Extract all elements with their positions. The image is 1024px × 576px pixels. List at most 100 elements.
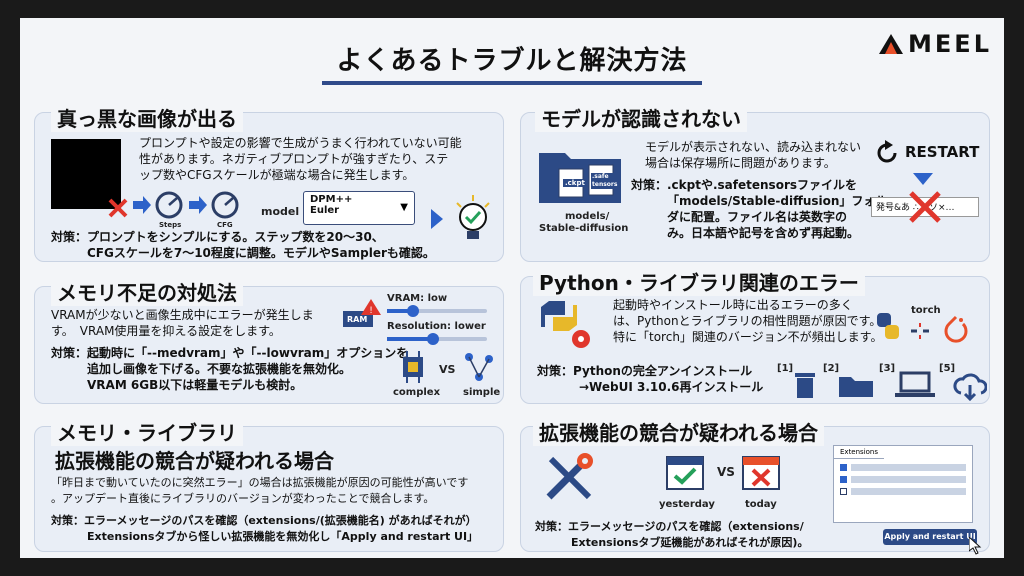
sampler-option-euler: Euler bbox=[310, 205, 340, 216]
python-gear-icon bbox=[541, 301, 590, 348]
trash-icon bbox=[795, 373, 815, 398]
black-image-thumbnail bbox=[51, 139, 121, 209]
vs-label: VS bbox=[439, 363, 456, 376]
memory-fix-3: VRAM 6GB以下は軽量モデルも検討。 bbox=[87, 378, 303, 392]
model-fix-2: 「models/Stable-diffusion」フォル bbox=[667, 194, 888, 208]
restart-label: RESTART bbox=[905, 143, 980, 161]
model-label: model bbox=[261, 205, 300, 218]
folder-open-icon bbox=[839, 377, 873, 397]
resolution-label: Resolution: lower bbox=[387, 321, 486, 332]
model-fix-1: 対策：.ckptや.safetensorsファイルを bbox=[631, 178, 858, 192]
model-desc-2: 場合は保存場所に問題があります。 bbox=[645, 156, 836, 170]
memory-fix-2: 追加し画像を下げる。不要な拡張機能を無効化。 bbox=[87, 362, 352, 376]
ext-fix-1: 対策：エラーメッセージのパスを確認（extensions/ bbox=[535, 520, 804, 533]
tools-icon bbox=[546, 453, 593, 500]
panel-library-title-2: 拡張機能の競合が疑われる場合 bbox=[55, 449, 334, 473]
extensions-tab[interactable]: Extensions bbox=[834, 446, 884, 459]
error-x-icon bbox=[108, 198, 128, 218]
python-desc-3: 特に「torch」関連のバージョン不が頻出します。 bbox=[613, 330, 883, 344]
broken-link-icon bbox=[911, 323, 929, 339]
panel-memory-title: メモリ不足の対処法 bbox=[51, 277, 243, 306]
slide: MEEL よくあるトラブルと解決方法 真っ黒な画像が出る プロンプトや設定の影響… bbox=[20, 18, 1004, 558]
sampler-option-dpm: DPM++ bbox=[310, 194, 353, 205]
panel-model: モデルが認識されない .ckpt .safe tensors models/ S… bbox=[520, 103, 990, 262]
next-arrow-icon bbox=[431, 209, 443, 229]
cloud-download-icon bbox=[953, 373, 987, 401]
panel-model-title: モデルが認識されない bbox=[535, 103, 747, 132]
calendar-check-icon bbox=[666, 456, 704, 490]
ext-row[interactable] bbox=[840, 476, 966, 483]
vram-slider-handle[interactable] bbox=[407, 305, 419, 317]
restart-icon bbox=[877, 140, 897, 163]
svg-text:!: ! bbox=[369, 306, 373, 316]
steps-cfg-gauges bbox=[133, 191, 239, 219]
vram-slider-fill bbox=[387, 309, 411, 313]
sampler-dropdown[interactable]: DPM++ Euler ▼ bbox=[303, 191, 415, 225]
model-desc-1: モデルが表示されない、読み込まれない bbox=[645, 140, 862, 154]
resolution-slider[interactable] bbox=[387, 333, 487, 345]
ext-vs-label: VS bbox=[717, 465, 735, 479]
torch-label: torch bbox=[911, 305, 941, 316]
today-label: today bbox=[745, 499, 777, 510]
page-title-wrap: よくあるトラブルと解決方法 bbox=[20, 40, 1004, 85]
network-icon bbox=[465, 353, 493, 381]
safetensors-file-label: .safe tensors bbox=[591, 173, 618, 189]
step-3-label: [3] bbox=[879, 363, 896, 374]
resolution-slider-handle[interactable] bbox=[427, 333, 439, 345]
yesterday-label: yesterday bbox=[659, 499, 715, 510]
vram-slider[interactable] bbox=[387, 305, 487, 317]
panel-black-title: 真っ黒な画像が出る bbox=[51, 103, 243, 132]
python-fix-1: 対策：Pythonの完全アンインストール bbox=[537, 364, 753, 378]
calendar-x-icon bbox=[742, 456, 780, 490]
library-fix-1: 対策：エラーメッセージのパスを確認（extensions/(拡張機能名) があれ… bbox=[51, 514, 477, 527]
library-fix-2: Extensionsタブから怪しい拡張機能を無効化し「Apply and res… bbox=[87, 530, 479, 543]
brand-logo: MEEL bbox=[878, 30, 992, 58]
library-desc-1: 「昨日まで動いていたのに突然エラー」の場合は拡張機能が原因の可能性が高いです bbox=[51, 476, 469, 489]
black-fix-1: 対策：プロンプトをシンプルにする。ステップ数を20〜30、 bbox=[51, 230, 384, 244]
panel-library: メモリ・ライブラリ 拡張機能の競合が疑われる場合 「昨日まで動いていたのに突然エ… bbox=[34, 417, 504, 552]
panel-python-title: Python・ライブラリ関連のエラー bbox=[533, 267, 865, 296]
black-fix-2: CFGスケールを7〜10程度に調整。モデルやSamplerも確認。 bbox=[87, 246, 435, 260]
error-x-icon bbox=[909, 191, 941, 223]
simple-label: simple bbox=[463, 387, 501, 398]
cfg-label: CFG bbox=[217, 221, 233, 229]
complex-label: complex bbox=[393, 387, 441, 398]
step-1-label: [1] bbox=[777, 363, 794, 374]
panel-library-title-1: メモリ・ライブラリ bbox=[51, 417, 243, 446]
steps-label: Steps bbox=[159, 221, 182, 229]
logo-mark-icon bbox=[879, 34, 904, 54]
ext-fix-2: Extensionsタブ延機能があればそれが原因)。 bbox=[571, 536, 809, 549]
bad-filename-text: 発号&あ ∴ ×ソ×… bbox=[876, 203, 955, 213]
python-fix-2: →WebUI 3.10.6再インストール bbox=[579, 380, 764, 394]
step-5-label: [5] bbox=[939, 363, 956, 374]
python-desc-2: は、Pythonとライブラリの相性問題が原因です。 bbox=[613, 314, 882, 328]
ram-label: RAM bbox=[347, 315, 368, 324]
model-fix-3: ダに配置。ファイル名は英数字の bbox=[667, 210, 848, 224]
laptop-icon bbox=[895, 371, 935, 397]
chip-icon bbox=[403, 351, 423, 383]
ext-row[interactable] bbox=[840, 464, 966, 471]
memory-desc-1: VRAMが少ないと画像生成中にエラーが発生しま bbox=[51, 308, 314, 322]
panel-memory: メモリ不足の対処法 VRAMが少ないと画像生成中にエラーが発生しま す。 VRA… bbox=[34, 277, 504, 404]
memory-fix-1: 対策：起動時に「--medvram」や「--lowvram」オプションを bbox=[51, 346, 409, 360]
panel-black-image: 真っ黒な画像が出る プロンプトや設定の影響で生成がうまく行われていない可能 性が… bbox=[34, 103, 504, 262]
library-desc-2: 。アップデート直後にライブラリのバージョンが変わったことで競合します。 bbox=[51, 492, 435, 505]
memory-desc-2: す。 VRAM使用量を抑える設定をします。 bbox=[51, 324, 281, 338]
python-logo-icon bbox=[877, 313, 899, 339]
cursor-icon bbox=[969, 537, 982, 555]
black-desc-1: プロンプトや設定の影響で生成がうまく行われていない可能 bbox=[139, 136, 462, 150]
apply-restart-button[interactable]: Apply and restart UI bbox=[883, 529, 977, 545]
pytorch-icon bbox=[944, 315, 968, 343]
logo-text: MEEL bbox=[908, 30, 992, 58]
ext-row[interactable] bbox=[840, 488, 966, 495]
black-desc-2: 性があります。ネガティブプロンプトが強すぎたり、ステ bbox=[139, 152, 449, 166]
model-fix-4: み。日本語や記号を含めず再起動。 bbox=[667, 226, 860, 240]
vram-label: VRAM: low bbox=[387, 293, 448, 304]
down-arrow-icon bbox=[913, 173, 933, 185]
folder-label-2: Stable-diffusion bbox=[539, 223, 629, 234]
panel-ext-title: 拡張機能の競合が疑われる場合 bbox=[533, 417, 824, 446]
extensions-window: Extensions bbox=[833, 445, 973, 523]
panel-extensions: 拡張機能の競合が疑われる場合 VS yesterday today Extens… bbox=[520, 417, 990, 555]
chevron-down-icon: ▼ bbox=[400, 202, 408, 213]
ckpt-file-label: .ckpt bbox=[563, 179, 587, 187]
